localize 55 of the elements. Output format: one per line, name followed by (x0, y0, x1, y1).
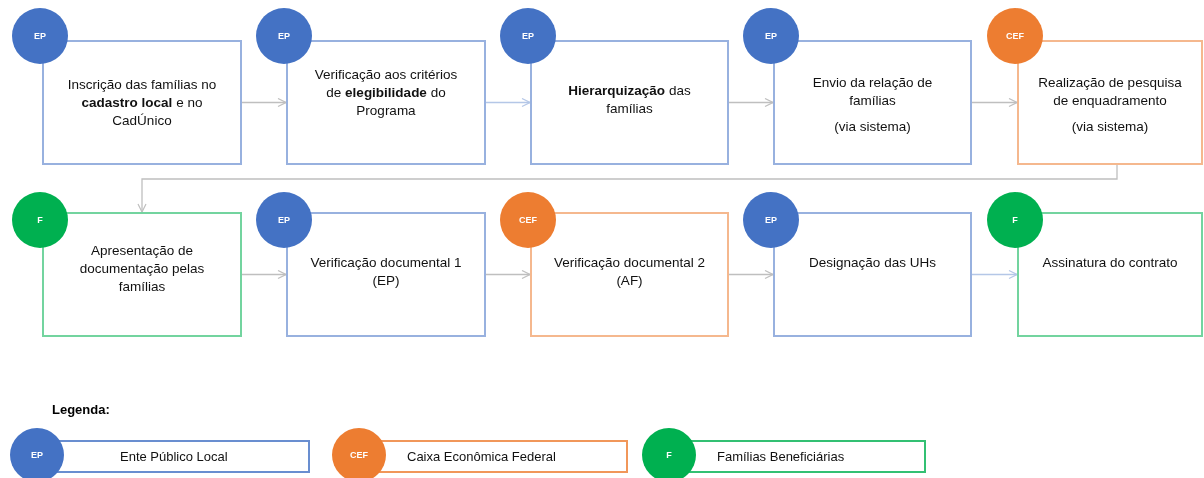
badge-label: F (1012, 215, 1018, 225)
role-badge (500, 8, 556, 64)
role-badge (987, 192, 1043, 248)
process-box (1017, 40, 1203, 165)
role-badge (743, 8, 799, 64)
badge-label: CEF (519, 215, 537, 225)
badge-label: EP (765, 31, 777, 41)
arrow (241, 269, 287, 280)
legend-text: Caixa Econômica Federal (407, 449, 556, 464)
step-text: Envio da relação de famílias (811, 74, 934, 111)
arrow (728, 97, 774, 108)
role-badge (12, 8, 68, 64)
badge-label: EP (522, 31, 534, 41)
legend-title: Legenda: (52, 402, 110, 417)
badge-label: F (37, 215, 43, 225)
role-badge (12, 192, 68, 248)
legend-text: Ente Público Local (120, 449, 228, 464)
process-box (42, 212, 242, 337)
arrow (971, 97, 1018, 108)
arrow (728, 269, 774, 280)
step-text: Inscrição das famílias no cadastro local e no CadÚnico (66, 76, 218, 131)
badge-label: EP (278, 215, 290, 225)
step-text: Assinatura do contrato (1042, 254, 1178, 272)
step-text: Hierarquização das famílias (567, 82, 692, 119)
step-text: Verificação aos critérios de elegibilidade do Programa (313, 66, 459, 121)
arrow (137, 164, 1118, 213)
step-text: (via sistema) (1071, 118, 1149, 137)
arrow (971, 269, 1018, 280)
arrow (485, 269, 531, 280)
role-badge (987, 8, 1043, 64)
process-box (530, 40, 729, 165)
arrow (241, 97, 287, 108)
badge-label: CEF (1006, 31, 1024, 41)
step-text: Designação das UHs (809, 254, 936, 272)
role-badge (256, 8, 312, 64)
badge-label: EP (34, 31, 46, 41)
process-box (773, 40, 972, 165)
process-box (42, 40, 242, 165)
step-text: Realização de pesquisa de enquadramento (1037, 74, 1183, 111)
badge-label: EP (765, 215, 777, 225)
badge-label: EP (278, 31, 290, 41)
arrow (485, 97, 531, 108)
badge-label: CEF (350, 450, 368, 460)
role-badge (256, 192, 312, 248)
step-text: Verificação documental 2 (AF) (553, 254, 706, 291)
badge-label: EP (31, 450, 43, 460)
role-badge (500, 192, 556, 248)
legend-text: Famílias Beneficiárias (717, 449, 845, 464)
badge-label: F (666, 450, 672, 460)
process-box (1017, 212, 1203, 337)
process-box (286, 40, 486, 165)
role-badge (743, 192, 799, 248)
step-text: (via sistema) (834, 118, 911, 137)
step-text: Verificação documental 1 (EP) (309, 254, 463, 291)
step-text: Apresentação de documentação pelas famílias (78, 242, 206, 297)
